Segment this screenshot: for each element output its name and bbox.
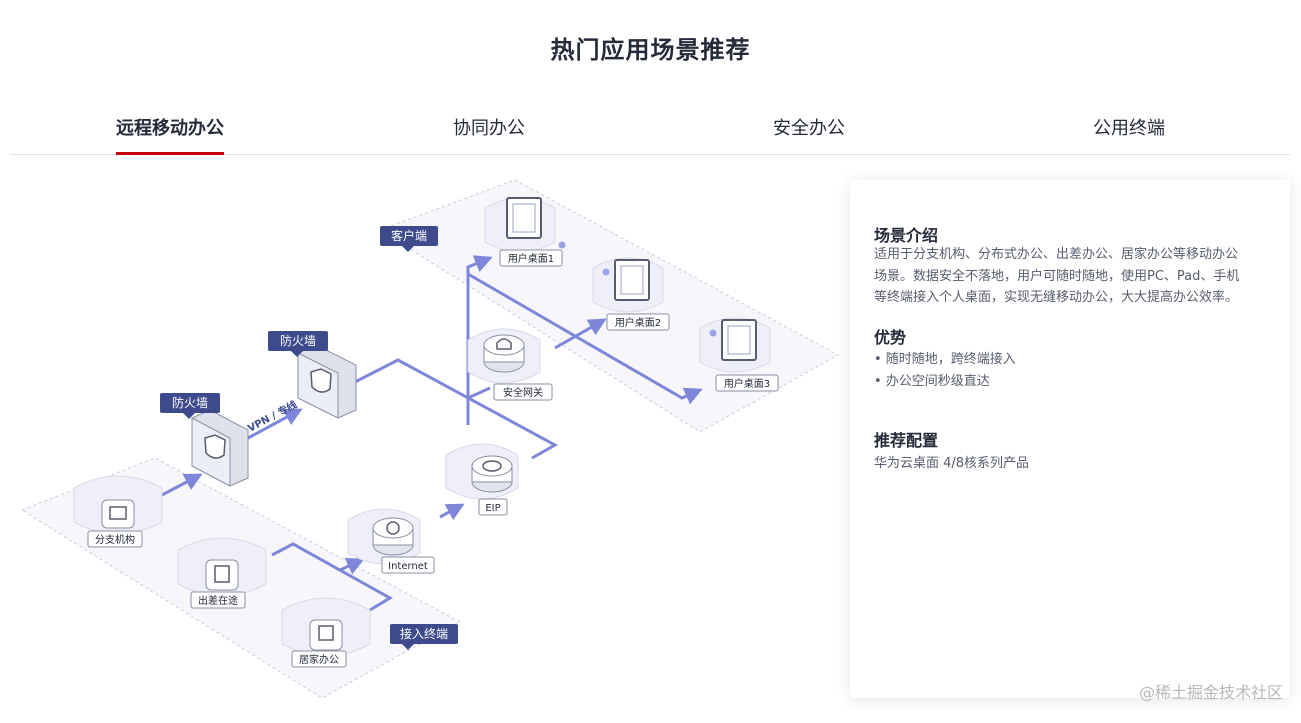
security-gateway-node: 安全网关: [467, 328, 553, 401]
globe-icon: [386, 521, 400, 535]
architecture-diagram: VPN / 专线 用户桌面1 用户桌面2 用户桌面3 安全网关: [10, 170, 840, 710]
shield-icon: [310, 368, 332, 393]
firewall-1-node: [191, 409, 249, 487]
desktop-2-label: 用户桌面2: [615, 316, 661, 329]
client-tag: 客户端: [380, 226, 438, 252]
svg-text:客户端: 客户端: [391, 228, 427, 243]
desktop-3-label: 用户桌面3: [724, 377, 770, 390]
firewall-2-node: [297, 344, 357, 419]
eip-icon: [482, 460, 502, 472]
link-branch-firewall: [161, 473, 203, 497]
business-travel-node: 出差在途: [177, 537, 267, 609]
desktop-2-node: 用户桌面2: [592, 257, 670, 331]
link-firewall-gateway-eip: [354, 358, 559, 460]
tab-collaborative-office[interactable]: 协同办公: [453, 118, 525, 139]
tab-secure-office[interactable]: 安全办公: [773, 118, 845, 139]
desktop-3-node: 用户桌面3: [699, 317, 779, 392]
svg-text:防火墙: 防火墙: [172, 395, 208, 410]
link-firewall-firewall: [247, 408, 303, 440]
scenario-detail-panel: 场景介绍 适用于分支机构、分布式办公、出差办公、居家办公等移动办公 场景。数据安…: [850, 180, 1290, 698]
internet-node: Internet: [347, 508, 435, 574]
branch-office-node: 分支机构: [73, 475, 163, 548]
intro-heading: 场景介绍: [874, 226, 939, 245]
advantage-item: • 办公空间秒级直达: [874, 374, 990, 389]
home-office-label: 居家办公: [299, 653, 339, 666]
intro-line: 适用于分支机构、分布式办公、出差办公、居家办公等移动办公: [874, 247, 1239, 262]
advantage-item: • 随时随地，跨终端接入: [874, 352, 1016, 367]
access-terminal-tag: 接入终端: [390, 624, 458, 650]
building-icon: [109, 506, 127, 520]
firewall-1-tag: 防火墙: [160, 393, 220, 419]
firewall-2-tag: 防火墙: [268, 331, 328, 357]
intro-line: 场景。数据安全不落地，用户可随时随地，使用PC、Pad、手机: [874, 268, 1240, 284]
svg-text:接入终端: 接入终端: [400, 626, 448, 641]
tab-public-terminal[interactable]: 公用终端: [1093, 118, 1165, 139]
intro-text: 适用于分支机构、分布式办公、出差办公、居家办公等移动办公 场景。数据安全不落地，…: [874, 244, 1274, 309]
desktop-1-label: 用户桌面1: [508, 252, 554, 265]
config-text: 华为云桌面 4/8核系列产品: [874, 456, 1030, 471]
eip-node: EIP: [445, 443, 519, 516]
internet-label: Internet: [388, 561, 428, 572]
scenario-tabs: 远程移动办公 协同办公 安全办公 公用终端: [10, 104, 1290, 155]
eip-label: EIP: [485, 503, 500, 514]
advantages-heading: 优势: [874, 328, 907, 347]
tab-remote-mobile-office[interactable]: 远程移动办公: [116, 114, 224, 155]
link-route-desktop3: [467, 272, 703, 405]
link-internet-eip: [439, 503, 465, 521]
config-heading: 推荐配置: [874, 431, 939, 450]
home-office-node: 居家办公: [281, 597, 371, 668]
link-gateway-desktop3: [467, 386, 491, 400]
branch-office-label: 分支机构: [95, 533, 135, 546]
gateway-label: 安全网关: [503, 386, 543, 399]
desktop-1-node: 用户桌面1: [484, 197, 566, 267]
svg-text:防火墙: 防火墙: [280, 333, 316, 348]
gateway-icon: [496, 338, 512, 350]
business-travel-label: 出差在途: [198, 594, 238, 607]
page-title: 热门应用场景推荐: [550, 36, 751, 64]
laptop-icon: [214, 565, 230, 583]
intro-line: 等终端接入个人桌面，实现无缝移动办公，大大提高办公效率。: [874, 290, 1239, 305]
link-gateway-desktop2: [554, 318, 607, 350]
watermark: @稀土掘金技术社区: [1138, 683, 1283, 702]
home-icon: [318, 625, 334, 641]
link-internet-up: [339, 558, 365, 575]
link-travel-internet: [271, 542, 393, 612]
shield-icon: [204, 434, 226, 459]
